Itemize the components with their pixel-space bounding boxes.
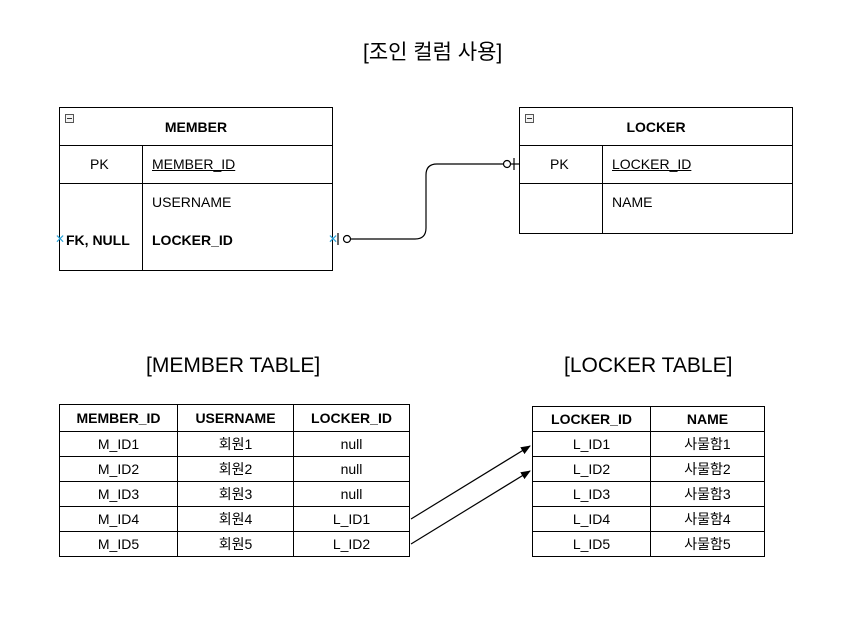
table-cell: M_ID1 — [59, 431, 178, 457]
member-pk-field: MEMBER_ID — [152, 156, 236, 172]
locker-entity[interactable]: LOCKER PK LOCKER_ID NAME — [519, 107, 793, 234]
locker-table-caption: [LOCKER TABLE] — [564, 354, 733, 377]
optional-circle-icon — [502, 159, 512, 169]
collapse-icon[interactable] — [525, 114, 534, 123]
member-entity-header[interactable]: MEMBER — [60, 108, 332, 146]
table-cell: M_ID2 — [59, 456, 178, 482]
table-cell: 회원3 — [177, 481, 294, 507]
fk-arrow-l-id2 — [410, 470, 531, 545]
locker-name-field: NAME — [612, 194, 653, 210]
table-cell: 사물함4 — [650, 506, 765, 532]
relationship-line — [351, 163, 503, 240]
table-cell: 사물함3 — [650, 481, 765, 507]
table-row: M_ID4 회원4 L_ID1 — [59, 506, 410, 532]
table-row: M_ID2 회원2 null — [59, 456, 410, 482]
table-cell: null — [293, 431, 410, 457]
column-header: NAME — [650, 406, 765, 432]
member-username-field: USERNAME — [152, 194, 232, 210]
locker-pk-row[interactable]: PK LOCKER_ID — [520, 146, 792, 184]
member-fk-field: LOCKER_ID — [152, 232, 233, 248]
table-row: M_ID3 회원3 null — [59, 481, 410, 507]
table-cell: L_ID5 — [532, 531, 651, 557]
table-cell: 회원5 — [177, 531, 294, 557]
table-row: L_ID2 사물함2 — [532, 456, 765, 482]
locker-pk-field: LOCKER_ID — [612, 156, 692, 172]
fk-arrow-l-id1 — [410, 445, 531, 520]
table-cell: M_ID3 — [59, 481, 178, 507]
table-cell: L_ID4 — [532, 506, 651, 532]
column-header: LOCKER_ID — [293, 404, 410, 432]
member-table-caption: [MEMBER TABLE] — [146, 354, 321, 377]
member-fk-key: FK, NULL — [66, 232, 130, 248]
table-row: M_ID1 회원1 null — [59, 431, 410, 457]
table-cell: M_ID5 — [59, 531, 178, 557]
table-cell: 사물함2 — [650, 456, 765, 482]
selection-handle-icon[interactable]: ✕ — [328, 232, 339, 246]
collapse-icon[interactable] — [65, 114, 74, 123]
member-entity[interactable]: MEMBER PK MEMBER_ID USERNAME FK, NULL LO… — [59, 107, 333, 271]
selection-handle-icon[interactable]: ✕ — [55, 232, 66, 246]
table-row: L_ID1 사물함1 — [532, 431, 765, 457]
table-cell: L_ID2 — [293, 531, 410, 557]
table-cell: 회원1 — [177, 431, 294, 457]
table-cell: L_ID2 — [532, 456, 651, 482]
member-table: MEMBER_ID USERNAME LOCKER_ID M_ID1 회원1 n… — [59, 404, 410, 557]
table-row: L_ID4 사물함4 — [532, 506, 765, 532]
column-header: USERNAME — [177, 404, 294, 432]
table-cell: null — [293, 456, 410, 482]
member-entity-name: MEMBER — [164, 118, 228, 135]
member-pk-row[interactable]: PK MEMBER_ID — [60, 146, 332, 184]
table-cell: 사물함1 — [650, 431, 765, 457]
table-cell: L_ID3 — [532, 481, 651, 507]
locker-entity-name: LOCKER — [626, 118, 686, 135]
diagram-title: [조인 컬럼 사용] — [363, 41, 503, 64]
table-cell: 사물함5 — [650, 531, 765, 557]
table-cell: 회원4 — [177, 506, 294, 532]
locker-pk-key: PK — [550, 156, 569, 172]
table-row: L_ID5 사물함5 — [532, 531, 765, 557]
table-row: L_ID3 사물함3 — [532, 481, 765, 507]
table-cell: M_ID4 — [59, 506, 178, 532]
table-row: M_ID5 회원5 L_ID2 — [59, 531, 410, 557]
locker-table: LOCKER_ID NAME L_ID1 사물함1 L_ID2 사물함2 L_I… — [532, 406, 765, 557]
table-cell: L_ID1 — [293, 506, 410, 532]
locker-table-header-row: LOCKER_ID NAME — [532, 406, 765, 432]
member-pk-key: PK — [90, 156, 109, 172]
table-cell: L_ID1 — [532, 431, 651, 457]
table-cell: 회원2 — [177, 456, 294, 482]
column-header: MEMBER_ID — [59, 404, 178, 432]
member-table-header-row: MEMBER_ID USERNAME LOCKER_ID — [59, 404, 410, 432]
table-cell: null — [293, 481, 410, 507]
column-header: LOCKER_ID — [532, 406, 651, 432]
optional-circle-icon — [342, 234, 352, 244]
locker-entity-header[interactable]: LOCKER — [520, 108, 792, 146]
